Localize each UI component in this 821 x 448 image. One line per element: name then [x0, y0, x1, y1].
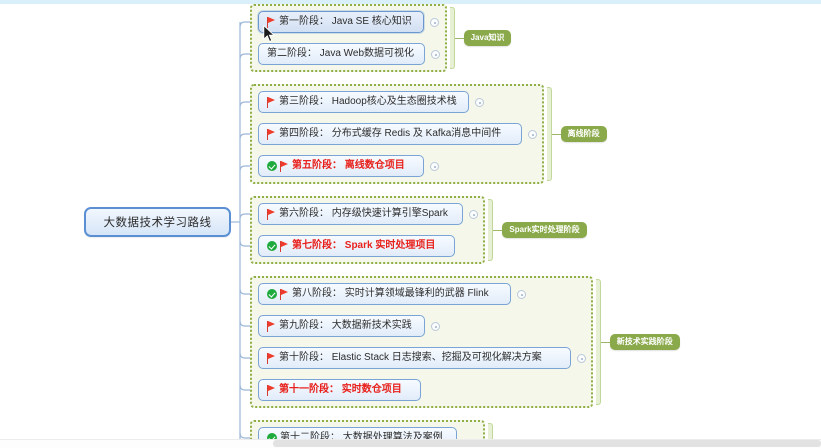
mindmap-node-label: 第十二阶段： 大数据处理算法及案例 [280, 432, 443, 443]
flag-icon [280, 240, 289, 252]
mindmap-node[interactable]: 第九阶段： 大数据新技术实践 [258, 315, 425, 337]
mindmap-node[interactable]: 第八阶段： 实时计算领域最锋利的武器 Flink [258, 283, 511, 305]
group-stem [600, 342, 610, 343]
group-bracket [488, 423, 493, 448]
mindmap-node-label: 第八阶段： 实时计算领域最锋利的武器 Flink [292, 288, 489, 299]
mindmap-node-label: 第六阶段： 内存级快速计算引擎Spark [279, 208, 448, 219]
group-tag-4[interactable]: 新技术实践阶段 [609, 334, 680, 350]
group-tag-1[interactable]: Java知识 [463, 30, 512, 46]
flag-icon [267, 96, 276, 108]
mindmap-node-label: 第五阶段： 离线数仓项目 [292, 160, 405, 171]
top-accent-bar [0, 0, 821, 4]
group-tag-2[interactable]: 离线阶段 [560, 126, 607, 142]
flag-icon [267, 384, 276, 396]
node-collapse-handle[interactable] [517, 290, 526, 299]
node-collapse-handle[interactable] [430, 162, 439, 171]
group-tag-3[interactable]: Spark实时处理阶段 [502, 222, 587, 238]
node-collapse-handle[interactable] [431, 50, 440, 59]
horizontal-scrollbar-thumb[interactable] [273, 440, 821, 447]
mindmap-node-label: 第十一阶段： 实时数仓项目 [279, 384, 402, 395]
group-bracket [449, 7, 455, 69]
mindmap-node-label: 第一阶段： Java SE 核心知识 [279, 16, 412, 27]
check-icon [267, 161, 277, 171]
flag-icon [267, 16, 276, 28]
node-collapse-handle[interactable] [528, 130, 537, 139]
node-collapse-handle[interactable] [431, 322, 440, 331]
mindmap-node-label: 第九阶段： 大数据新技术实践 [279, 320, 412, 331]
mindmap-node-label: 第十阶段： Elastic Stack 日志搜索、挖掘及可视化解决方案 [279, 352, 542, 363]
group-stem [551, 134, 561, 135]
check-icon [267, 289, 277, 299]
root-node-label: 大数据技术学习路线 [103, 217, 212, 229]
check-icon [267, 433, 277, 443]
mindmap-node[interactable]: 第三阶段： Hadoop核心及生态圈技术栈 [258, 91, 469, 113]
node-collapse-handle[interactable] [475, 98, 484, 107]
flag-icon [267, 128, 276, 140]
mindmap-node-label: 第七阶段： Spark 实时处理项目 [292, 240, 436, 251]
mindmap-node[interactable]: 第二阶段： Java Web数据可视化 [258, 43, 425, 65]
flag-icon [280, 160, 289, 172]
mindmap-node[interactable]: 第十一阶段： 实时数仓项目 [258, 379, 421, 401]
horizontal-scrollbar-track[interactable] [0, 439, 821, 448]
group-stem [493, 230, 503, 231]
mindmap-node[interactable]: 第六阶段： 内存级快速计算引擎Spark [258, 203, 463, 225]
mindmap-node[interactable]: 第七阶段： Spark 实时处理项目 [258, 235, 455, 257]
mindmap-node[interactable]: 第四阶段： 分布式缓存 Redis 及 Kafka消息中间件 [258, 123, 522, 145]
group-bracket [595, 279, 601, 405]
node-collapse-handle[interactable] [577, 354, 586, 363]
flag-icon [267, 208, 276, 220]
flag-icon [267, 352, 276, 364]
group-stem [454, 38, 464, 39]
group-bracket [488, 199, 494, 261]
root-node[interactable]: 大数据技术学习路线 [84, 207, 231, 237]
node-collapse-handle[interactable] [430, 18, 439, 27]
flag-icon [280, 288, 289, 300]
group-bracket [546, 87, 552, 181]
check-icon [267, 241, 277, 251]
mindmap-node-label: 第四阶段： 分布式缓存 Redis 及 Kafka消息中间件 [279, 128, 502, 139]
mindmap-node-label: 第二阶段： Java Web数据可视化 [267, 48, 415, 59]
mindmap-node-label: 第三阶段： Hadoop核心及生态圈技术栈 [279, 96, 457, 107]
mindmap-node[interactable]: 第五阶段： 离线数仓项目 [258, 155, 424, 177]
mindmap-node[interactable]: 第十阶段： Elastic Stack 日志搜索、挖掘及可视化解决方案 [258, 347, 571, 369]
flag-icon [267, 320, 276, 332]
mindmap-node[interactable]: 第一阶段： Java SE 核心知识 [258, 11, 424, 33]
node-collapse-handle[interactable] [469, 210, 478, 219]
